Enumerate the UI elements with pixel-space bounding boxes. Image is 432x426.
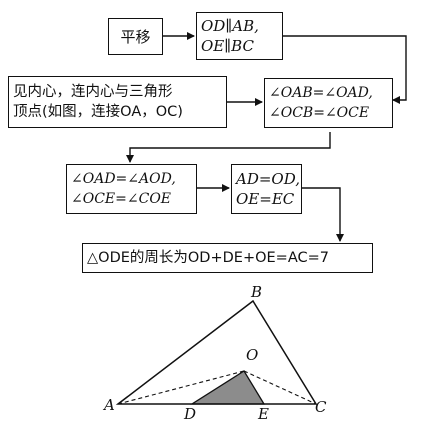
step-incenter-line2: 顶点(如图，连接OA，OC) xyxy=(13,104,183,120)
step-equal-angles-line1: ∠OAD=∠AOD, xyxy=(71,171,176,187)
shaded-triangle-ode xyxy=(189,370,266,405)
step-angle-bisect-line1: ∠OAB=∠OAD, xyxy=(269,85,373,101)
step-parallel-line1: OD∥AB, xyxy=(201,17,259,35)
point-label-a: A xyxy=(104,396,115,414)
step-equal-sides-line2: OE=EC xyxy=(236,190,295,208)
step-equal-sides-line1: AD=OD, xyxy=(236,170,300,188)
point-label-d: D xyxy=(184,405,197,423)
point-label-o: O xyxy=(246,346,259,364)
step-equal-angles-line2: ∠OCE=∠COE xyxy=(71,191,172,207)
arrow-step2-to-step4 xyxy=(283,35,407,104)
point-label-b: B xyxy=(251,283,263,301)
step-parallel-line2: OE∥BC xyxy=(201,37,254,55)
triangle-abc xyxy=(115,299,318,405)
step-parallel-box: OD∥AB, OE∥BC xyxy=(196,12,283,60)
step-translate-text: 平移 xyxy=(120,27,151,46)
triangle-figure xyxy=(115,299,318,405)
arrow-step6-to-result xyxy=(302,187,344,242)
point-label-c: C xyxy=(315,398,327,416)
step-translate-box: 平移 xyxy=(108,18,163,55)
point-label-e: E xyxy=(258,405,269,423)
arrow-step4-to-step5 xyxy=(126,132,331,163)
result-box: △ODE的周长为OD+DE+OE=AC=7 xyxy=(82,243,373,273)
result-text: △ODE的周长为OD+DE+OE=AC=7 xyxy=(87,250,329,266)
step-incenter-box: 见内心，连内心与三角形 顶点(如图，连接OA，OC) xyxy=(8,76,227,128)
step-equal-sides-box: AD=OD, OE=EC xyxy=(231,164,302,214)
step-angle-bisect-box: ∠OAB=∠OAD, ∠OCB=∠OCE xyxy=(264,78,393,128)
step-incenter-line1: 见内心，连内心与三角形 xyxy=(13,84,173,100)
segment-oc xyxy=(243,370,317,405)
step-angle-bisect-line2: ∠OCB=∠OCE xyxy=(269,105,370,121)
segment-oa xyxy=(117,370,245,405)
step-equal-angles-box: ∠OAD=∠AOD, ∠OCE=∠COE xyxy=(66,164,197,214)
